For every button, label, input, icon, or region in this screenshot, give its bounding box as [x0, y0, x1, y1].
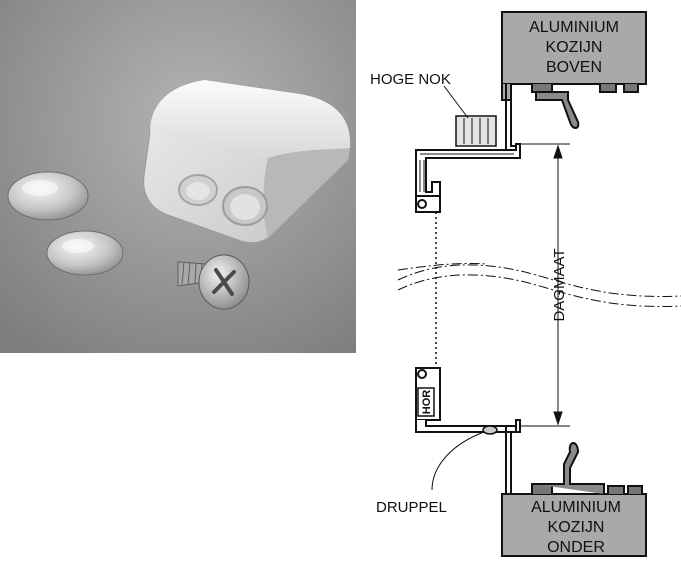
bumper-pad-icon [7, 171, 124, 276]
dagmaat-dimension [520, 143, 570, 427]
product-photo [0, 0, 356, 353]
frame-bottom-line3: ONDER [547, 539, 605, 556]
frame-top-line2: KOZIJN [546, 39, 603, 56]
hoge-nok-block-icon [143, 79, 351, 244]
frame-top-line1: ALUMINIUM [529, 19, 619, 36]
hor-label: HOR [421, 390, 433, 415]
hoge-nok-part [455, 115, 497, 147]
screen-profile-top [415, 143, 521, 213]
break-lines [397, 262, 681, 307]
frame-cross-section-diagram: ALUMINIUM KOZIJN BOVEN HOGE NOK [370, 11, 681, 557]
druppel-leader [431, 431, 485, 491]
hoge-nok-leader [443, 85, 469, 119]
druppel-part [482, 425, 498, 435]
frame-bottom-line1: ALUMINIUM [531, 499, 621, 516]
frame-top-line3: BOVEN [546, 59, 602, 76]
frame-top [501, 11, 647, 151]
dagmaat-label: DAGMAAT [551, 248, 568, 321]
hoge-nok-label: HOGE NOK [370, 71, 451, 88]
frame-bottom-line2: KOZIJN [548, 519, 605, 536]
screw-icon [177, 254, 250, 310]
frame-bottom [501, 426, 647, 557]
druppel-label: DRUPPEL [376, 499, 447, 516]
